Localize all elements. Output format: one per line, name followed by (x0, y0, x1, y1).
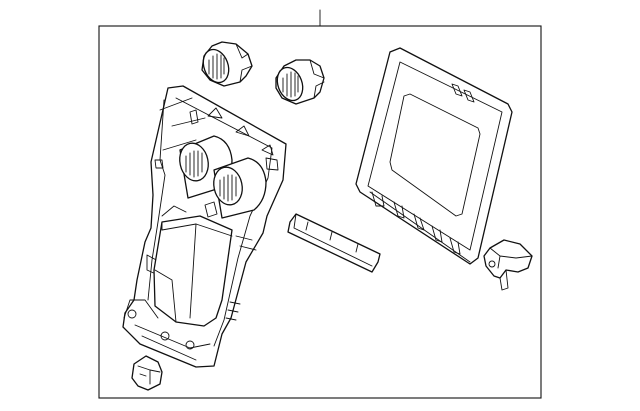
lower-retainer-clip (131, 355, 163, 391)
trim-panel (122, 85, 287, 368)
display-bezel (355, 47, 513, 265)
vent-housing-right (213, 157, 267, 219)
mounting-clip (483, 239, 533, 291)
trim-strip (287, 213, 381, 273)
vent-knob-right (275, 59, 325, 105)
vent-knob-left (201, 41, 253, 87)
diagram-frame (98, 25, 542, 399)
